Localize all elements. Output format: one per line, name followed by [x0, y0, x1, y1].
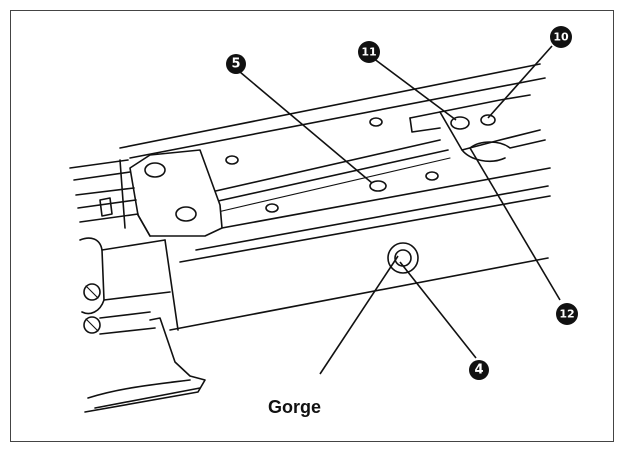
callout-12-number: 12: [559, 308, 574, 321]
callout-10: 10: [550, 26, 572, 48]
callout-12: 12: [556, 303, 578, 325]
callout-11: 11: [358, 41, 380, 63]
callout-10-number: 10: [553, 31, 569, 44]
leader-lines: [239, 45, 561, 375]
callout-11-number: 11: [361, 46, 376, 59]
callout-5-number: 5: [231, 57, 240, 72]
callout-5: 5: [226, 54, 246, 74]
callout-4: 4: [469, 360, 489, 380]
gorge-label: Gorge: [268, 397, 321, 417]
needle-plate-assembly: [69, 63, 551, 413]
figure-frame: [10, 10, 614, 442]
callout-4-number: 4: [474, 363, 483, 378]
